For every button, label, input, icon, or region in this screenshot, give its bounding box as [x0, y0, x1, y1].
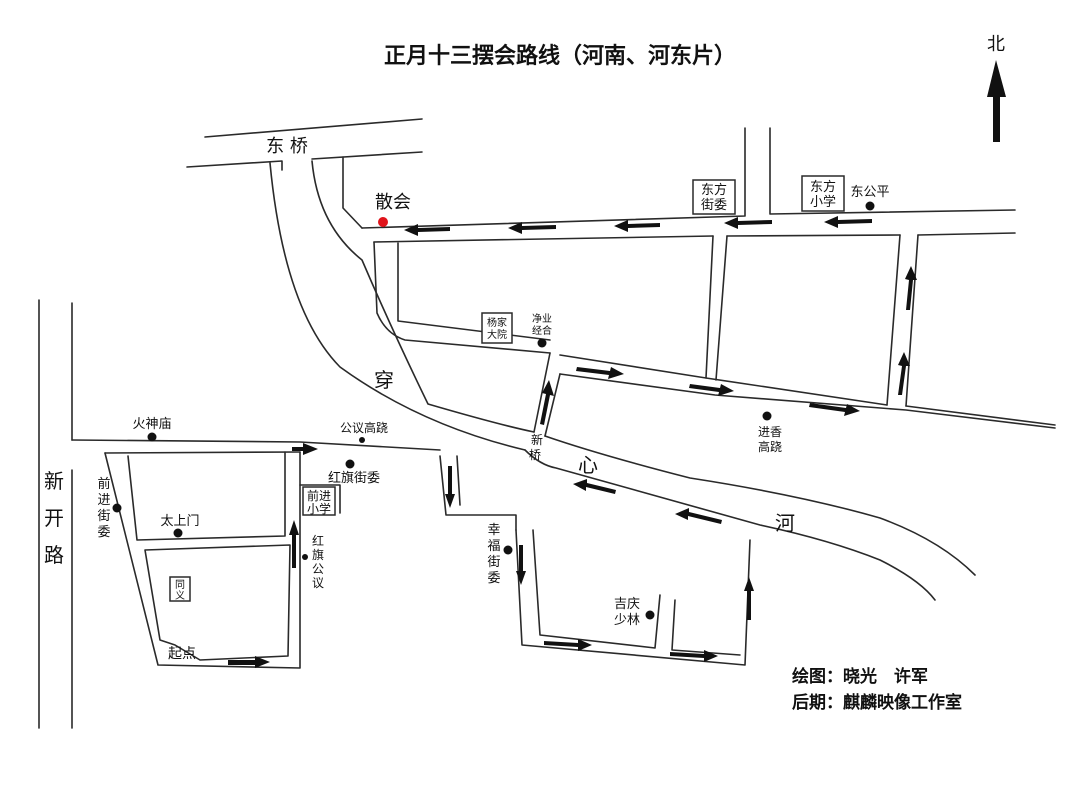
label-hongqi-gongyi-1: 红: [312, 533, 324, 548]
label-sanhui: 散会: [375, 192, 411, 213]
route-arrow-east-icon: [544, 639, 592, 651]
label-jinxiang-2: 高跷: [758, 439, 782, 454]
label-he: 河: [775, 511, 795, 535]
label-tongyi-1: 同: [175, 579, 185, 591]
tongyi-box: [169, 576, 191, 602]
label-dongqiao: 东 桥: [266, 136, 308, 157]
label-yangjia-2: 大院: [487, 328, 507, 341]
route-arrow-north-icon: [289, 520, 299, 568]
label-dongfang-xiaoxue-1: 东方: [810, 179, 836, 195]
route-arrow-east-icon: [689, 384, 734, 396]
route-arrow-west-icon: [824, 216, 872, 228]
label-dongfang-jiewei-2: 街委: [701, 198, 727, 213]
poi-dot-donggongping: [865, 201, 875, 211]
label-xinkai-3: 路: [44, 543, 64, 567]
poi-dot-hongqi-gongyi: [302, 554, 308, 560]
north-label: 北: [987, 34, 1005, 55]
route-arrow-south-icon: [516, 545, 526, 585]
label-xinqiao-2: 桥: [529, 448, 541, 462]
label-xinkai-2: 开: [44, 506, 64, 530]
label-hongqi-gongyi-2: 旗: [312, 547, 324, 562]
route-arrow-west-icon: [675, 508, 722, 524]
route-arrow-east-icon: [228, 656, 270, 668]
route-arrow-west-icon: [724, 217, 772, 229]
route-arrow-west-icon: [614, 220, 660, 232]
route-arrows: [228, 216, 917, 668]
label-jingye-1: 净业: [532, 312, 552, 325]
label-hongqi-jiewei: 红旗街委: [328, 470, 380, 486]
route-arrow-east-icon: [576, 367, 624, 379]
dongfang-xiaoxue-box: [801, 175, 845, 212]
label-qianjin-jiewei-3: 街: [97, 509, 110, 524]
label-jiqing-2: 少林: [614, 613, 640, 628]
road-network: [38, 118, 1056, 729]
north-arrow-icon: [987, 60, 1006, 142]
label-qianjin-xiaoxue-2: 小学: [307, 501, 331, 516]
credit-post: 后期：麒麟映像工作室: [792, 692, 962, 713]
label-xin: 心: [578, 453, 598, 477]
label-dongfang-jiewei-1: 东方: [701, 182, 727, 198]
map-title: 正月十三摆会路线（河南、河东片）: [384, 43, 736, 69]
route-arrow-north-icon: [898, 352, 910, 395]
dongfang-jiewei-box: [692, 179, 736, 215]
poi-dot-hongqi-jiewei: [345, 459, 355, 469]
label-donggongping: 东公平: [850, 185, 889, 200]
label-xinkai-1: 新: [44, 469, 64, 493]
label-xingfu-1: 幸: [487, 523, 500, 538]
route-arrow-east-icon: [292, 443, 318, 455]
label-jiqing-1: 吉庆: [614, 597, 640, 612]
label-jinxiang-1: 进香: [758, 425, 782, 439]
label-dongfang-xiaoxue-2: 小学: [810, 194, 836, 210]
label-hongqi-gongyi-4: 议: [312, 576, 324, 590]
label-huoshenmiao: 火神庙: [132, 417, 171, 432]
poi-dot-gongyi-gaoqiao: [359, 437, 365, 443]
route-arrow-north-icon: [744, 577, 754, 620]
label-taishangmen: 太上门: [160, 514, 199, 529]
label-qianjin-jiewei-1: 前: [97, 476, 110, 492]
label-xingfu-4: 委: [487, 571, 500, 586]
route-arrow-west-icon: [508, 222, 556, 234]
label-hongqi-gongyi-3: 公: [312, 562, 324, 576]
qianjin-xiaoxue-box: [302, 486, 336, 516]
label-yangjia-1: 杨家: [487, 316, 507, 329]
poi-dot-jinxiang: [762, 411, 772, 421]
poi-dot-jingye: [537, 338, 547, 348]
poi-dot-xingfu: [503, 545, 513, 555]
label-chuan: 穿: [374, 368, 394, 392]
route-arrow-south-icon: [445, 466, 455, 508]
label-qidian: 起点: [168, 646, 196, 662]
route-arrow-east-icon: [670, 650, 718, 662]
sanhui-end-marker: [378, 217, 388, 227]
credit-drawing: 绘图：晓光 许军: [792, 666, 928, 687]
label-qianjin-jiewei-2: 进: [97, 493, 110, 508]
route-arrow-north-icon: [905, 266, 917, 310]
route-arrow-east-icon: [809, 403, 860, 416]
label-gongyi-gaoqiao: 公议高跷: [340, 420, 388, 435]
route-arrow-north-icon: [540, 380, 554, 425]
label-jingye-2: 经合: [532, 324, 552, 337]
label-xingfu-3: 街: [487, 555, 500, 570]
label-qianjin-xiaoxue-1: 前进: [307, 488, 331, 503]
route-arrow-west-icon: [573, 479, 616, 494]
label-tongyi-2: 义: [175, 590, 185, 602]
label-xinqiao-1: 新: [531, 432, 543, 447]
yangjia-dayuan-box: [481, 312, 513, 344]
poi-dot-huoshenmiao: [147, 432, 157, 442]
route-arrow-west-icon: [404, 224, 450, 236]
label-xingfu-2: 福: [487, 539, 500, 554]
label-qianjin-jiewei-4: 委: [97, 525, 110, 540]
poi-dot-qianjin-jiewei: [112, 503, 122, 513]
poi-dot-jiqing: [645, 610, 655, 620]
poi-dot-taishangmen: [173, 528, 183, 538]
